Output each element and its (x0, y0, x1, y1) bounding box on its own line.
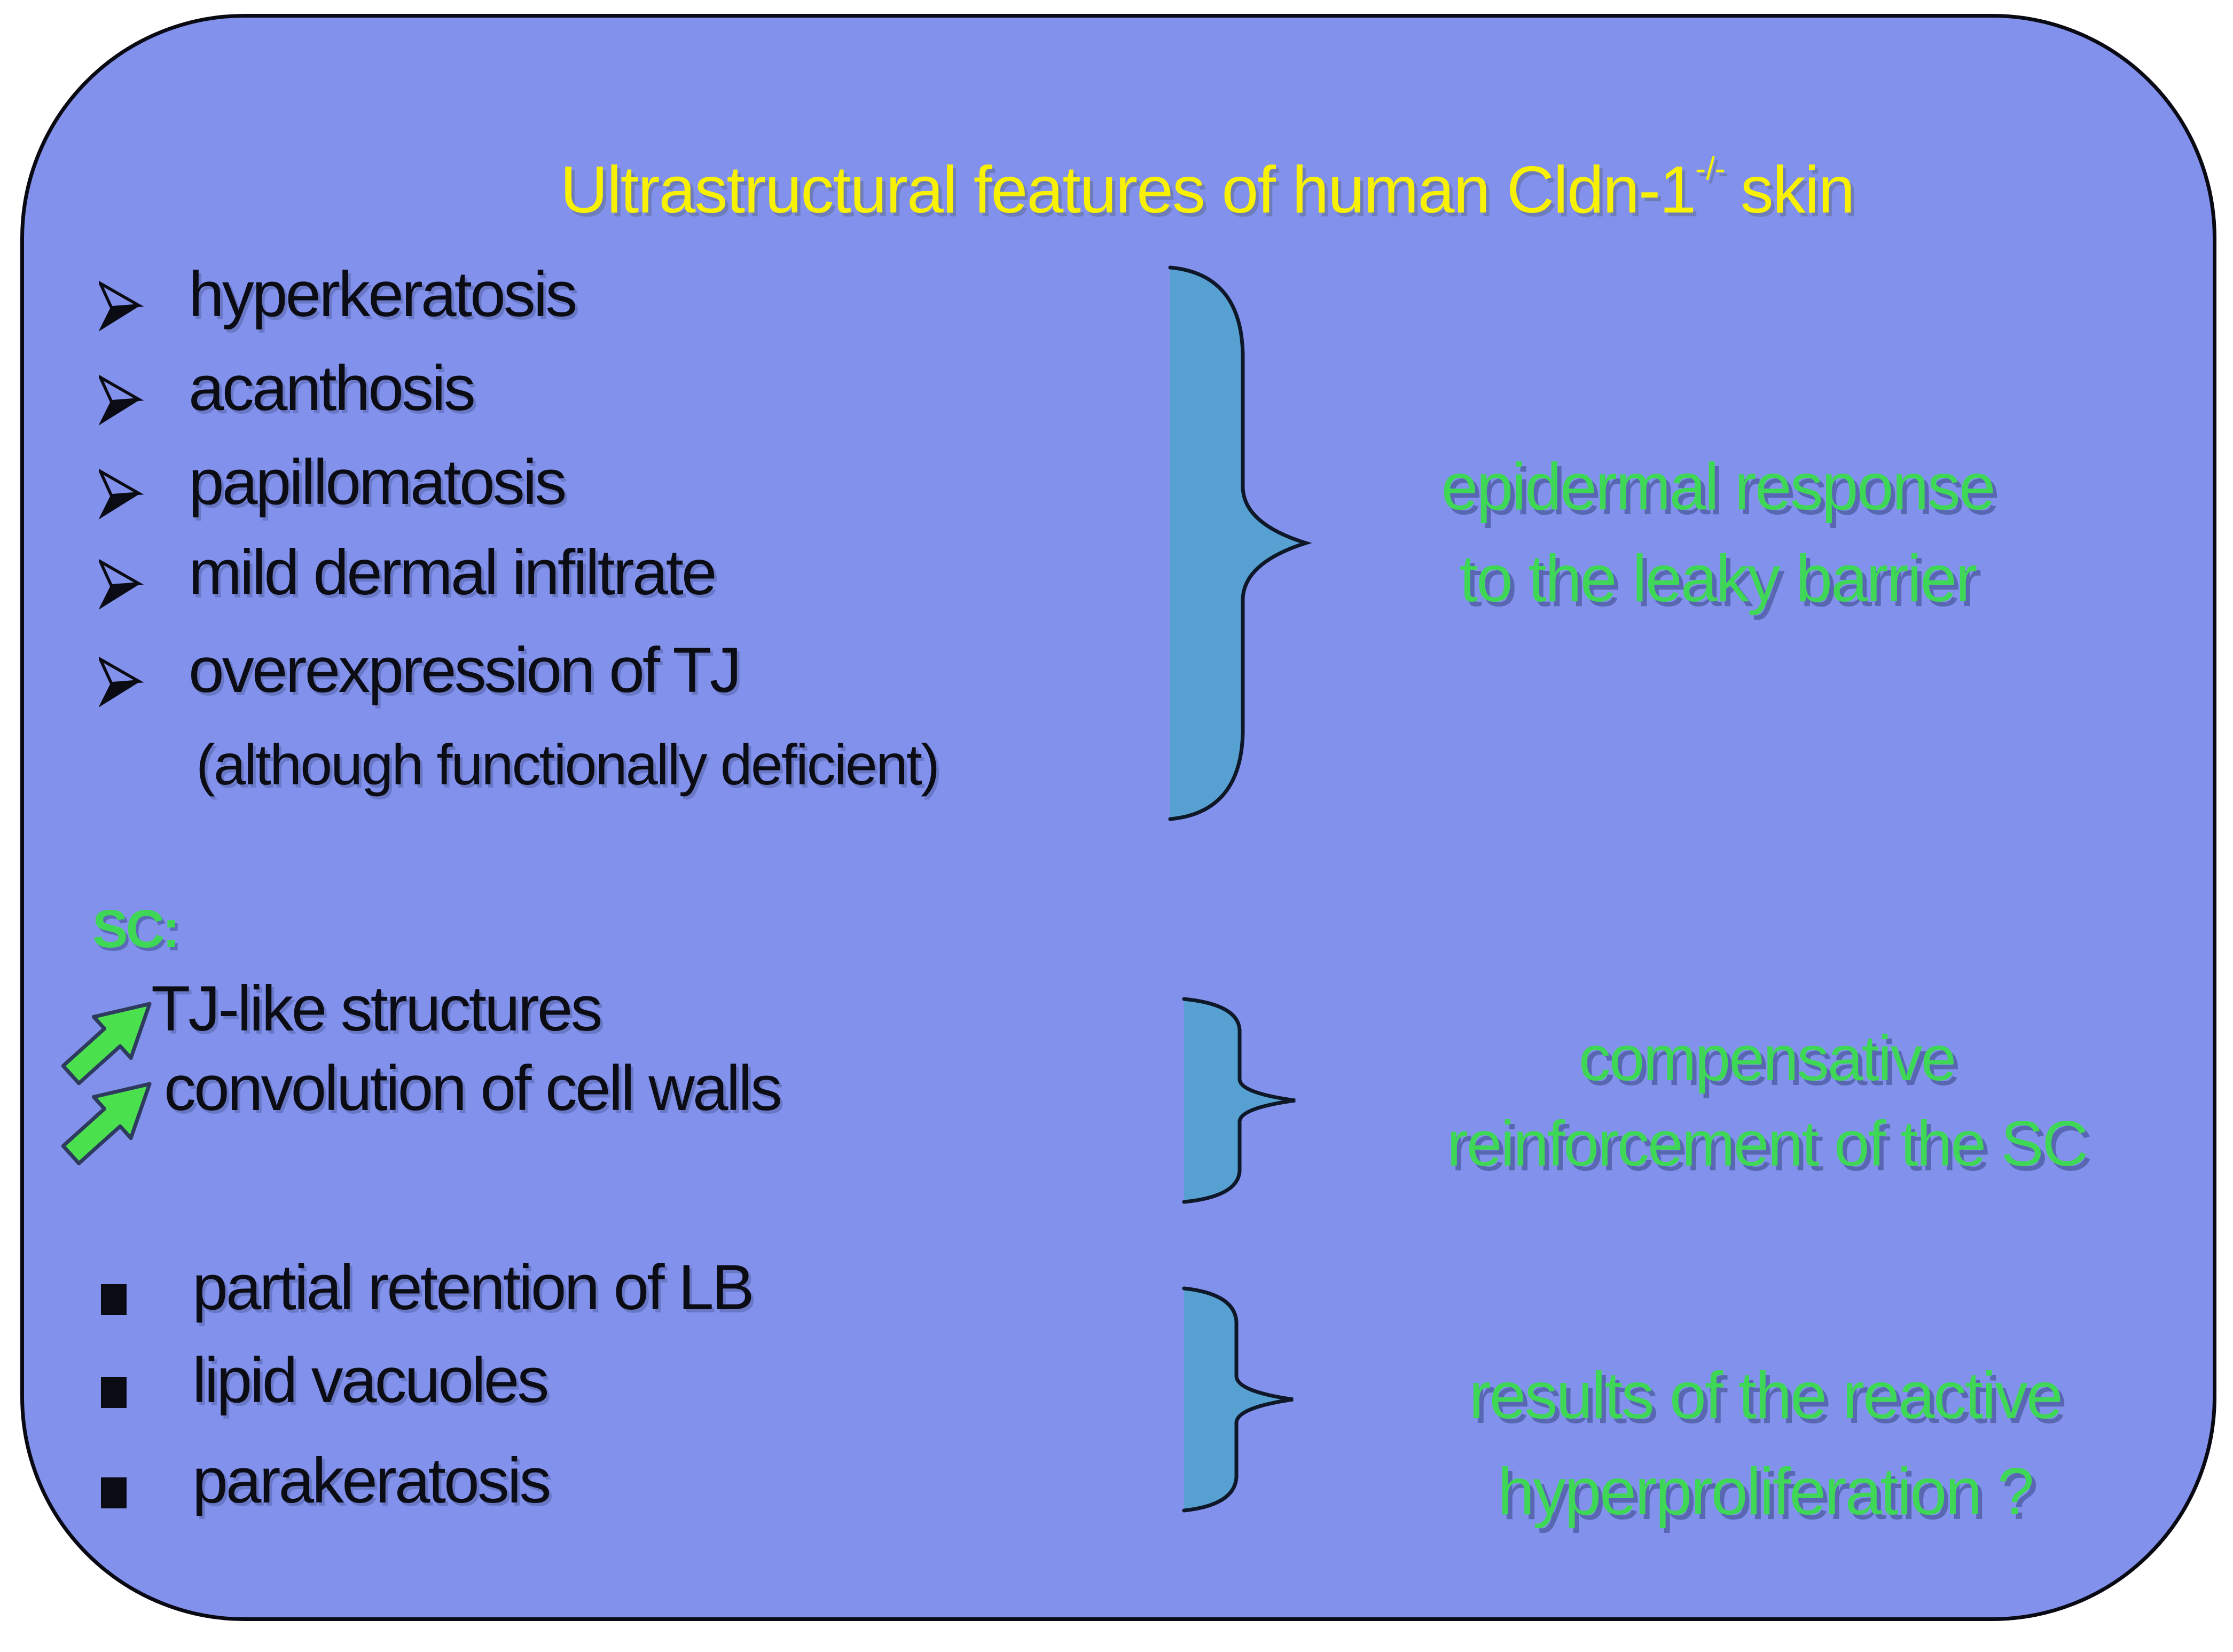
annotation-line: results of the reactive (1469, 1359, 2063, 1433)
annotation-line: to the leaky barrier (1459, 542, 1978, 616)
list-item: acanthosis (189, 352, 476, 424)
curly-brace-icon (1182, 997, 1296, 1204)
list-item-note: (although functionally deficient) (196, 732, 940, 797)
list-item: overexpression of TJ (189, 634, 742, 706)
square-bullet-icon (101, 1377, 127, 1408)
annotation-line: compensative (1578, 1022, 1956, 1094)
arrow-bullet-icon (99, 280, 144, 332)
title-superscript: -/- (1695, 151, 1726, 186)
curly-brace-icon (1182, 1286, 1294, 1513)
list-item: papillomatosis (189, 446, 567, 518)
annotation-reactive-hyperproliferation: results of the reactive hyperproliferati… (1295, 1348, 2233, 1540)
annotation-compensative-reinforcement: compensative reinforcement of the SC (1297, 1016, 2233, 1186)
increase-arrow-icon (61, 1082, 152, 1166)
annotation-line: hyperproliferation ? (1498, 1455, 2034, 1529)
sc-item: TJ-like structures (151, 973, 602, 1044)
increase-arrow-icon (61, 1002, 152, 1085)
annotation-line: reinforcement of the SC (1446, 1108, 2088, 1179)
sc-item: convolution of cell walls (164, 1052, 782, 1124)
square-bullet-icon (101, 1284, 127, 1315)
annotation-epidermal-response: epidermal response to the leaky barrier (1237, 441, 2198, 625)
arrow-bullet-icon (99, 374, 144, 426)
arrow-bullet-icon (99, 656, 144, 707)
title-suffix: skin (1740, 153, 1855, 227)
list-item: parakeratosis (192, 1445, 551, 1516)
slide-background: Ultrastructural features of human Cldn-1… (20, 14, 2216, 1621)
square-bullet-icon (101, 1477, 127, 1508)
arrow-bullet-icon (99, 468, 144, 520)
title-text: Ultrastructural features of human Cldn-1 (560, 153, 1696, 227)
list-item: partial retention of LB (192, 1252, 755, 1323)
sc-label: SC: (92, 899, 180, 959)
annotation-line: epidermal response (1441, 450, 1995, 524)
slide-title: Ultrastructural features of human Cldn-1… (158, 150, 2233, 228)
curly-brace-icon (1168, 265, 1312, 821)
list-item: hyperkeratosis (189, 258, 577, 330)
list-item: mild dermal infiltrate (189, 537, 717, 608)
arrow-bullet-icon (99, 558, 144, 610)
list-item: lipid vacuoles (192, 1344, 549, 1416)
